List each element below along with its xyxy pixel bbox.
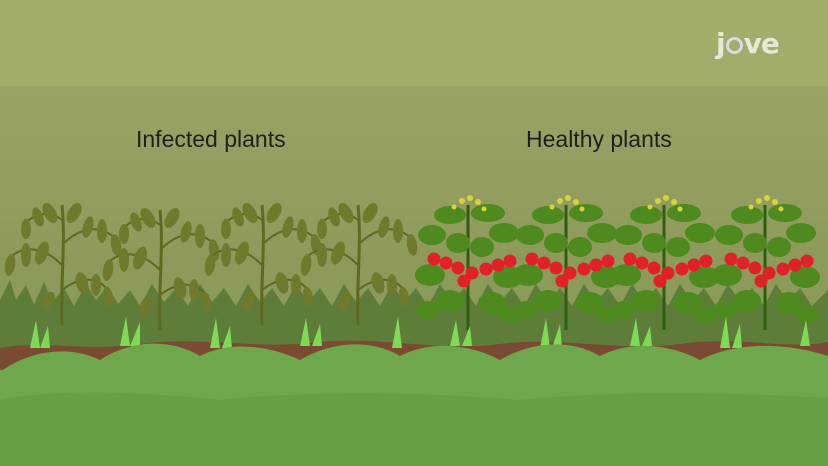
sky-band — [0, 0, 828, 86]
infected-plants-label: Infected plants — [136, 126, 286, 152]
healthy-plants-label: Healthy plants — [526, 126, 672, 152]
logo-o-icon — [725, 37, 743, 54]
grass-tufts — [30, 316, 810, 348]
foreground — [0, 343, 828, 466]
